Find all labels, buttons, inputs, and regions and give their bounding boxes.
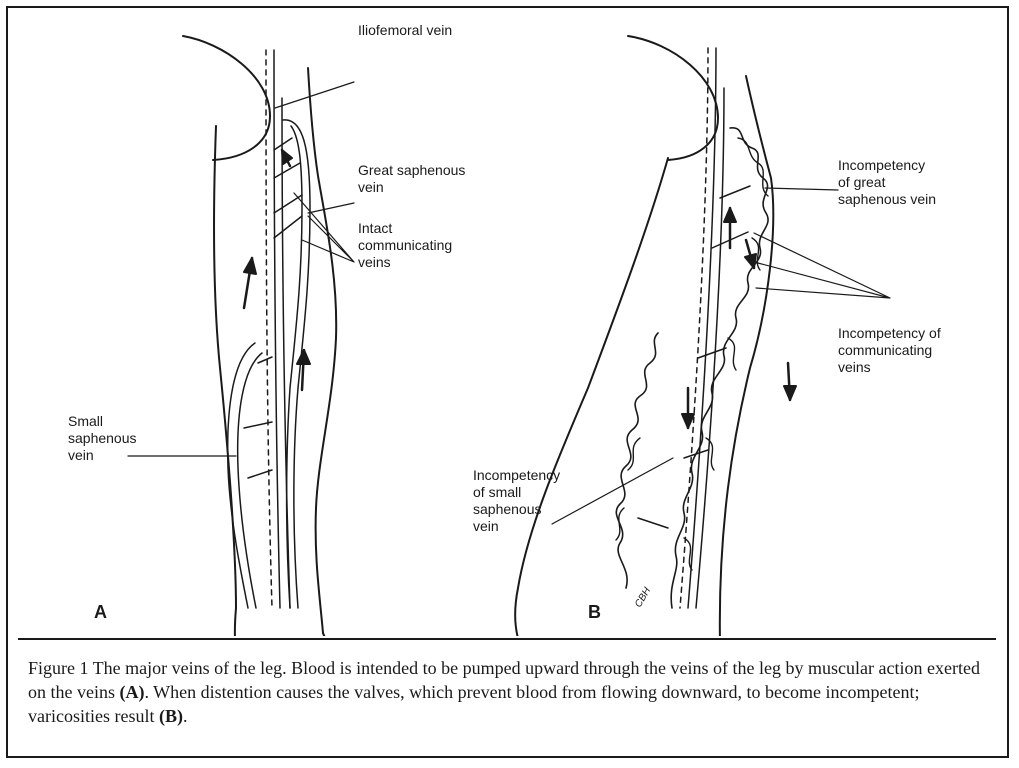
leg-veins-illustration: Iliofemoral vein Great saphenous vein In…: [8, 8, 1007, 636]
label-incompetency-small-saphenous: Incompetency of small saphenous vein: [473, 467, 564, 534]
caption-ref-b: (B): [159, 706, 183, 726]
caption-separator: [18, 638, 996, 640]
leg-b-drawing: [515, 36, 890, 636]
label-incompetency-great-saphenous: Incompetency of great saphenous vein: [838, 157, 936, 207]
panel-label-a: A: [94, 602, 107, 622]
artist-signature: CBH: [633, 585, 653, 609]
label-incompetency-communicating: Incompetency of communicating veins: [838, 325, 945, 375]
panel-label-b: B: [588, 602, 601, 622]
figure-caption: Figure 1 The major veins of the leg. Blo…: [28, 656, 993, 728]
figure-frame: Iliofemoral vein Great saphenous vein In…: [6, 6, 1009, 758]
caption-text-3: .: [183, 706, 188, 726]
label-great-saphenous-vein: Great saphenous vein: [358, 162, 469, 195]
leg-a-drawing: [128, 36, 390, 636]
caption-ref-a: (A): [120, 682, 145, 702]
label-iliofemoral-vein: Iliofemoral vein: [358, 22, 452, 38]
label-intact-communicating-veins: Intact communicating veins: [358, 220, 456, 270]
